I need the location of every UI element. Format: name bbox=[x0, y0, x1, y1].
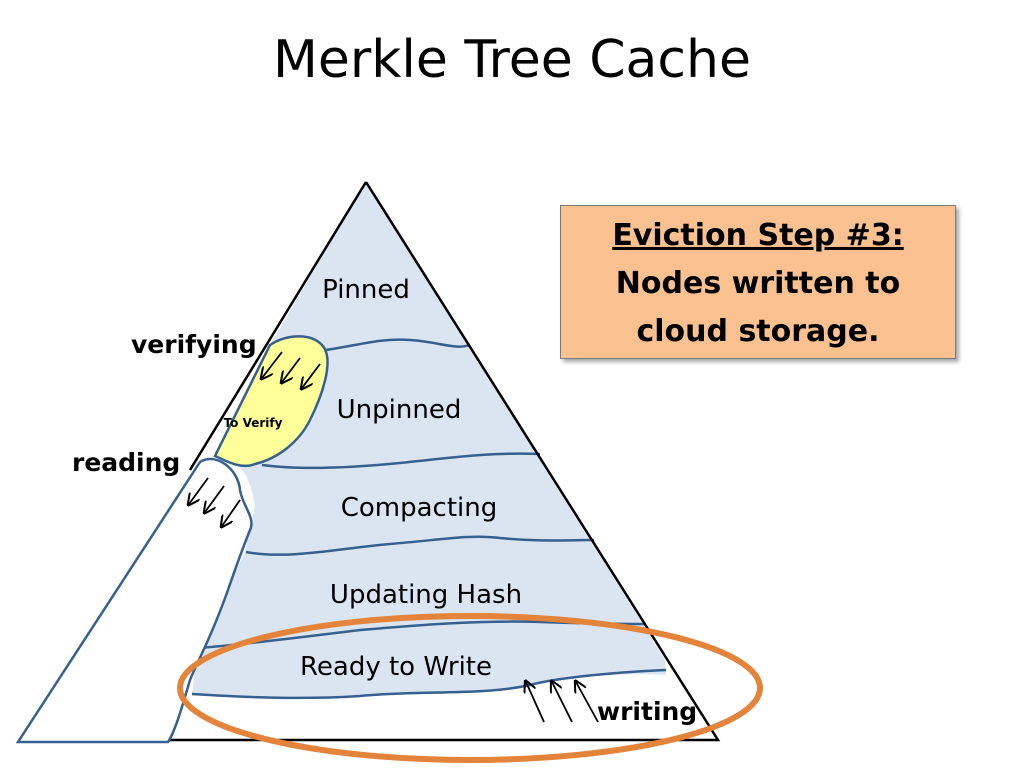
verifying-arrow bbox=[302, 363, 321, 388]
writing-arrow bbox=[552, 682, 573, 723]
pyramid-outline bbox=[168, 181, 721, 742]
verifying-label: verifying bbox=[131, 330, 257, 359]
boundary-compacting-updating bbox=[245, 535, 595, 556]
slide-title: Merkle Tree Cache bbox=[273, 30, 751, 90]
layer-label-pinned: Pinned bbox=[322, 275, 410, 305]
callout-line-1: Nodes written to bbox=[615, 266, 901, 301]
boundary-pinned-unpinned bbox=[325, 338, 471, 352]
eviction-step-callout: Eviction Step #3: Nodes written to cloud… bbox=[560, 205, 956, 359]
layer-label-ready-to-write: Ready to Write bbox=[300, 652, 492, 682]
reading-arrow bbox=[222, 499, 241, 526]
boundary-ready-bottom bbox=[191, 668, 667, 700]
callout-line-2: cloud storage. bbox=[636, 314, 880, 349]
reading-label: reading bbox=[72, 448, 180, 477]
highlight-ellipse bbox=[177, 613, 763, 763]
verifying-arrow bbox=[262, 351, 283, 378]
callout-heading: Eviction Step #3: bbox=[612, 218, 904, 253]
reading-arrow bbox=[205, 485, 225, 512]
layer-label-compacting: Compacting bbox=[341, 493, 498, 523]
reading-region bbox=[15, 457, 253, 744]
pyramid-left-edge-top bbox=[188, 181, 368, 471]
pyramid-layers-fill bbox=[192, 182, 666, 699]
layer-label-unpinned: Unpinned bbox=[337, 395, 462, 425]
writing-arrow bbox=[526, 682, 545, 723]
layer-label-updating-hash: Updating Hash bbox=[330, 580, 522, 610]
reading-arrow bbox=[189, 477, 209, 504]
writing-label: writing bbox=[597, 697, 697, 726]
writing-arrow bbox=[576, 682, 599, 723]
to-verify-label: To Verify bbox=[224, 416, 283, 430]
boundary-unpinned-compacting bbox=[261, 452, 541, 470]
to-verify-region bbox=[213, 335, 329, 468]
verifying-arrow bbox=[282, 357, 301, 382]
